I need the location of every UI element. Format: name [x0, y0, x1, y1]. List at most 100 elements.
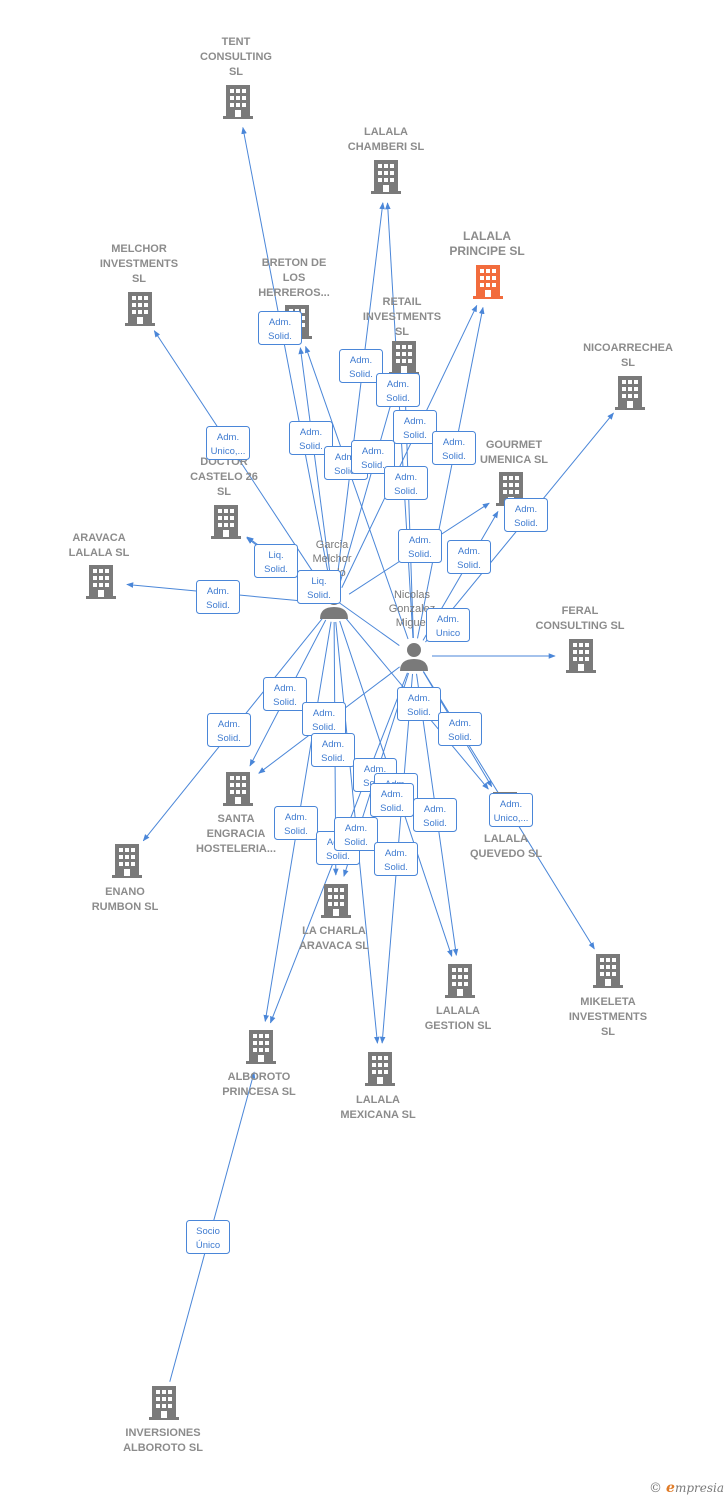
badge-text: Unico,...: [494, 813, 529, 824]
relation-badge-b01[interactable]: Adm.Solid.: [258, 311, 302, 345]
badge-text: Solid.: [423, 818, 447, 829]
relation-badge-b09[interactable]: Adm.Solid.: [351, 440, 395, 474]
relation-badge-b18[interactable]: Adm.Unico: [426, 608, 470, 642]
badge-text: Adm.: [350, 355, 372, 366]
company-node-tent[interactable]: TENT CONSULTING SL: [200, 36, 272, 119]
company-label-line: PRINCESA SL: [222, 1086, 296, 1098]
edge-garcia-to-tent: [241, 126, 332, 587]
badge-text: Adm.: [424, 804, 446, 815]
company-label-line: SANTA: [217, 813, 254, 825]
company-label-line: INVESTMENTS: [100, 258, 178, 270]
relation-badge-b15[interactable]: Adm.Solid.: [447, 540, 491, 574]
relation-badge-b03[interactable]: Adm.Solid.: [376, 373, 420, 407]
copyright-symbol: ©: [649, 1481, 663, 1496]
company-label-line: INVESTMENTS: [363, 311, 441, 323]
badge-text: Solid.: [384, 862, 408, 873]
company-label-line: MEXICANA SL: [340, 1109, 416, 1121]
company-label-line: CONSULTING: [200, 51, 272, 63]
badge-text: Solid.: [349, 369, 373, 380]
company-label-line: HOSTELERIA...: [196, 843, 276, 855]
badge-frame: [393, 410, 437, 444]
relation-badge-b05[interactable]: Adm.Solid.: [289, 421, 333, 455]
relation-badge-b17[interactable]: Adm.Solid.: [263, 677, 307, 711]
relation-badge-b06[interactable]: Adm.Solid.: [393, 410, 437, 444]
company-label-line: LA CHARLA: [302, 925, 366, 937]
relation-badge-b04[interactable]: Adm.Unico,...: [206, 426, 250, 460]
company-label-line: CASTELO 26: [190, 471, 258, 483]
badge-text: Adm.: [285, 812, 307, 823]
relation-badge-b26[interactable]: Adm. Solid.: [413, 798, 457, 832]
relation-badge-b20[interactable]: Adm.Solid.: [302, 702, 346, 736]
relation-badge-b02[interactable]: Adm. Solid.: [339, 349, 383, 383]
relation-badge-b07[interactable]: Adm.Solid.: [432, 431, 476, 465]
badge-frame: [196, 580, 240, 614]
building-icon: [445, 964, 475, 998]
relation-badge-b19[interactable]: Adm.Solid.: [207, 713, 251, 747]
relation-badge-b27[interactable]: Adm.Unico,...: [489, 793, 533, 827]
badge-frame: [438, 712, 482, 746]
company-label-line: LALALA: [436, 1005, 480, 1017]
edge-garcia-to-chamberi: [335, 202, 385, 587]
badge-text: Solid.: [514, 518, 538, 529]
relation-badge-b14[interactable]: Liq.Solid.: [297, 570, 341, 604]
relation-badge-b21[interactable]: Adm.Solid.: [397, 687, 441, 721]
relation-badge-b23[interactable]: Adm.Solid.: [311, 733, 355, 767]
company-label-line: INVESTMENTS: [569, 1011, 647, 1023]
edge-garcia-to-retail: [338, 382, 398, 587]
company-label-line: TENT: [222, 36, 251, 48]
badge-text: Solid.: [284, 826, 308, 837]
company-node-santa[interactable]: SANTA ENGRACIA HOSTELERIA...: [196, 772, 276, 855]
badge-text: Adm.: [381, 789, 403, 800]
relation-badge-b13[interactable]: Liq.Solid.: [254, 544, 298, 578]
relation-badge-b16[interactable]: Adm.Solid.: [196, 580, 240, 614]
badges-layer: Adm.Solid.Adm.Solid.Adm.Solid.Adm.Unico,…: [186, 311, 548, 1254]
relation-badge-b10[interactable]: Adm.Solid.: [384, 466, 428, 500]
badge-frame: [263, 677, 307, 711]
badge-text: Solid.: [264, 564, 288, 575]
relation-badge-b12[interactable]: Adm.Solid.: [398, 529, 442, 563]
company-label-line: ENGRACIA: [207, 828, 266, 840]
building-icon: [473, 265, 503, 299]
building-icon: [149, 1386, 179, 1420]
company-label-line: SL: [229, 66, 243, 78]
building-icon: [223, 772, 253, 806]
relation-badge-b28[interactable]: Adm. Solid.: [274, 806, 318, 840]
edge-garcia-to-principe: [341, 304, 478, 588]
badge-text: Adm.: [437, 614, 459, 625]
badge-text: Adm.: [274, 683, 296, 694]
relation-badge-b22[interactable]: Adm.Solid.: [438, 712, 482, 746]
relation-badge-b30[interactable]: Adm.Solid.: [334, 817, 378, 851]
empresia-brand[interactable]: ©empresia: [649, 1480, 724, 1496]
relation-badge-b11[interactable]: Adm.Solid.: [504, 498, 548, 532]
relation-badge-b31[interactable]: Adm.Solid.: [374, 842, 418, 876]
relation-badge-b32[interactable]: Adm.Solid.: [370, 783, 414, 817]
badge-frame: [334, 817, 378, 851]
company-label-line: RETAIL: [383, 296, 422, 308]
